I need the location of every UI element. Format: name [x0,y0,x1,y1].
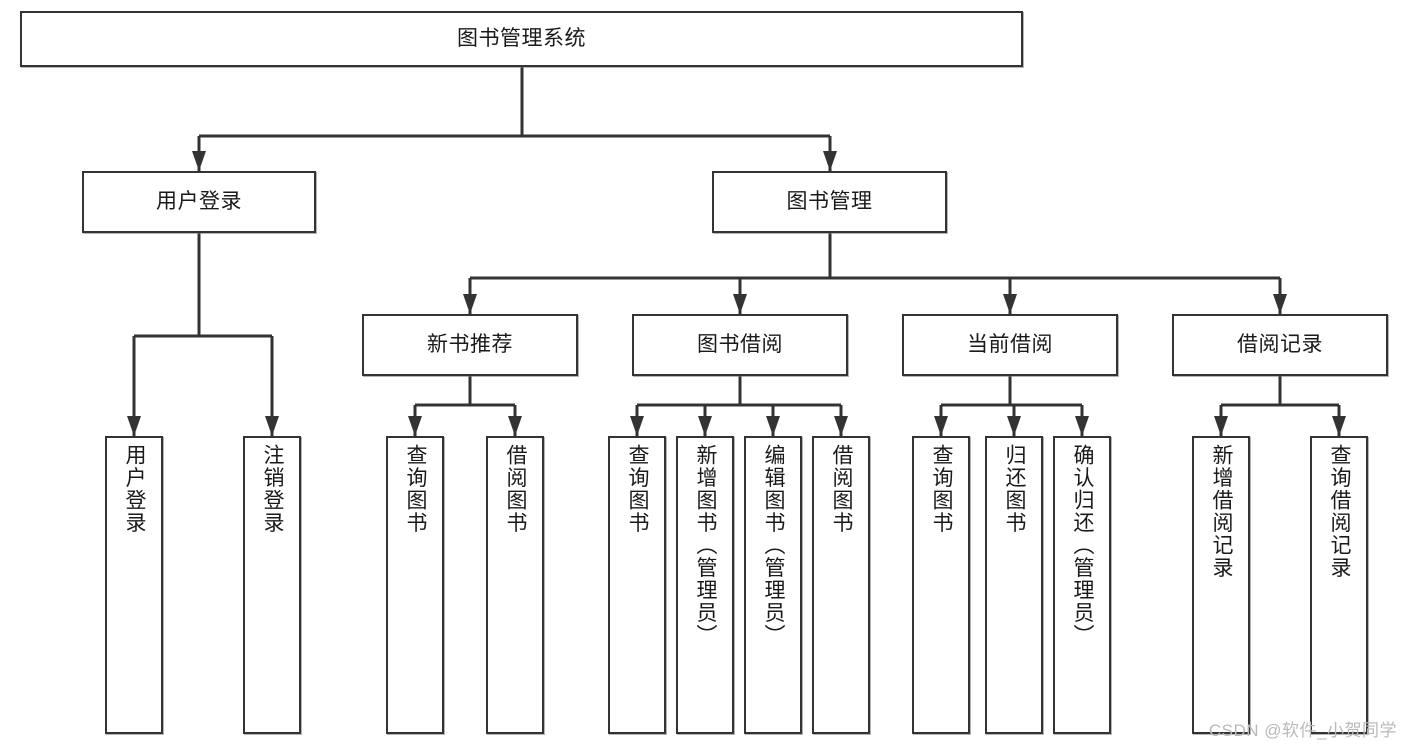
node-label: 借阅记录 [1237,332,1323,356]
arrowhead [1273,294,1287,314]
arrowhead [698,416,712,436]
arrowhead [265,416,279,436]
node-label: 当前借阅 [967,332,1053,356]
node-book-manage[interactable]: 图书管理 [712,171,947,233]
node-label: 用户登录 [123,444,147,534]
arrowhead [630,416,644,436]
node-leaf-bb-borrow[interactable]: 借阅图书 [812,436,870,734]
arrowhead [823,151,837,171]
node-label: 图书管理系统 [457,26,586,50]
node-label: 借阅图书 [504,444,528,534]
node-borrow-record[interactable]: 借阅记录 [1172,314,1388,376]
node-leaf-br-add[interactable]: 新增借阅记录 [1192,436,1250,734]
node-label: 图书借阅 [697,332,783,356]
node-label: 借阅图书 [830,444,854,534]
arrowhead [766,416,780,436]
node-label: 新增图书（管理员） [694,444,718,647]
node-label: 归还图书 [1003,444,1027,534]
arrowhead [733,294,747,314]
arrowhead [408,416,422,436]
node-label: 新书推荐 [427,332,513,356]
node-leaf-logout[interactable]: 注销登录 [243,436,301,734]
arrowhead [934,416,948,436]
node-root[interactable]: 图书管理系统 [20,11,1023,67]
node-label: 查询图书 [404,444,428,534]
node-leaf-bb-edit[interactable]: 编辑图书（管理员） [744,436,802,734]
node-leaf-cb-query[interactable]: 查询图书 [912,436,970,734]
arrowhead [1075,416,1089,436]
arrowhead [508,416,522,436]
node-label: 查询图书 [626,444,650,534]
node-label: 新增借阅记录 [1210,444,1234,579]
arrowhead [1332,416,1346,436]
arrowhead [1007,416,1021,436]
node-leaf-cb-return[interactable]: 归还图书 [985,436,1043,734]
node-leaf-bb-query[interactable]: 查询图书 [608,436,666,734]
node-current-borrow[interactable]: 当前借阅 [902,314,1118,376]
node-leaf-br-query[interactable]: 查询借阅记录 [1310,436,1368,734]
arrowhead [463,294,477,314]
node-label: 查询借阅记录 [1328,444,1352,579]
node-label: 图书管理 [786,189,873,213]
arrowhead [834,416,848,436]
node-leaf-rec-borrow[interactable]: 借阅图书 [486,436,544,734]
node-label: 编辑图书（管理员） [762,444,786,647]
node-label: 用户登录 [156,189,242,213]
node-label: 查询图书 [930,444,954,534]
arrowhead [1214,416,1228,436]
arrowhead [127,416,141,436]
node-user-login[interactable]: 用户登录 [82,171,316,233]
node-book-borrow[interactable]: 图书借阅 [632,314,848,376]
node-label: 注销登录 [261,444,285,534]
node-leaf-user-login[interactable]: 用户登录 [105,436,163,734]
node-leaf-rec-query[interactable]: 查询图书 [386,436,444,734]
arrowhead [1003,294,1017,314]
node-leaf-bb-add[interactable]: 新增图书（管理员） [676,436,734,734]
node-leaf-cb-confirm[interactable]: 确认归还（管理员） [1053,436,1111,734]
watermark: CSDN @软件_小贺同学 [1208,721,1397,740]
arrowhead [192,151,206,171]
node-label: 确认归还（管理员） [1071,444,1095,647]
node-new-book-rec[interactable]: 新书推荐 [362,314,578,376]
